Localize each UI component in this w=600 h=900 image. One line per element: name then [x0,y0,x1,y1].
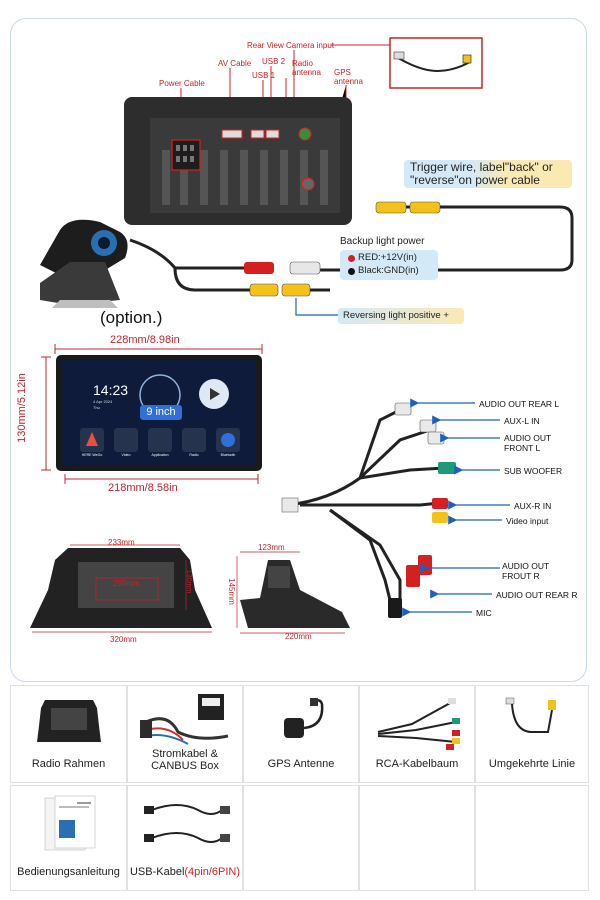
screen-bottom-label: 218mm/8.58in [108,482,178,494]
screen-height-label: 130mm/5.12in [15,373,28,443]
rca-label: AUX-R IN [514,501,552,511]
av-cable-label: AV Cable [218,59,252,68]
accessory-caption: Radio Rahmen [31,758,106,770]
rca-label: Video input [506,516,549,526]
accessory-usb-kabel: USB-Kabel(4pin/6PIN) [127,785,243,891]
usb2-label: USB 2 [262,57,286,66]
accessory-caption: Bedienungsanleitung [17,866,120,878]
accessories-grid: Radio Rahmen Stromkabel &CANBUS Box GPS … [10,685,589,891]
accessory-gps: GPS Antenne [243,685,359,783]
screen-width-label: 228mm/8.98in [110,334,180,346]
rca-label: FROUT R [502,571,540,581]
frame-side-drawing [240,560,350,628]
rear-camera [40,219,128,308]
option-text: (option.) [100,308,163,327]
radio-frame-drawing [30,548,212,628]
power-cable-label: Power Cable [159,79,205,88]
accessory-caption: USB-Kabel(4pin/6PIN) [129,866,241,878]
accessory-caption: GPS Antenne [267,758,335,770]
wiring-diagram-drawing [30,37,574,634]
backup-black-text: Black:GND(in) [358,265,419,276]
red-dot-icon [348,255,355,262]
reversing-note-box [338,308,464,324]
rca-harness-drawing [281,402,456,618]
frame-side-dim: 130mm [185,569,193,594]
rca-label: AUDIO OUT REAR R [496,590,578,600]
accessory-umgekehrte: Umgekehrte Linie [475,685,589,783]
app-label: Radio [189,453,199,457]
frame-inner-dim: 255mm [113,579,140,588]
accessory-radio-rahmen: Radio Rahmen [10,685,127,783]
trigger-note-text: Trigger wire, label"back" or "reverse"on… [410,160,553,187]
backup-light-title: Backup light power [340,236,425,247]
depth-side-dim: 145mm [226,578,236,605]
rca-label: AUDIO OUT [504,433,552,443]
black-dot-icon [348,268,355,275]
accessory-empty [243,785,359,891]
accessory-caption: RCA-Kabelbaum [375,758,459,770]
rear-view-label: Rear View Camera input [247,41,335,50]
frame-top-dim: 233mm [108,538,135,547]
accessory-empty [475,785,589,891]
accessory-anleitung: Bedienungsanleitung [10,785,127,891]
accessory-stromkabel: Stromkabel &CANBUS Box [127,685,243,783]
screen-time: 14:23 [93,382,129,398]
screen-day: Thu [93,405,100,410]
backup-red-text: RED:+12V(in) [358,252,417,263]
app-label: Video [121,453,131,457]
usb1-label: USB 1 [252,71,276,80]
reversing-note-text: Reversing light positive + [343,310,449,321]
depth-top-dim: 123mm [258,543,285,552]
accessory-caption: Umgekehrte Linie [488,758,576,770]
rca-label: AUDIO OUT REAR L [479,399,560,409]
backup-light-box [340,250,438,280]
app-label: HERE WeGo [81,453,103,457]
app-label: Application [151,453,169,457]
screen-date: 4 Apr 2024 [93,399,113,404]
rca-label: AUDIO OUT [502,561,550,571]
rca-label: AUX-L IN [504,416,540,426]
accessory-empty [359,785,475,891]
accessory-caption: Stromkabel &CANBUS Box [151,748,219,772]
power-port [171,139,201,171]
depth-bottom-dim: 220mm [285,632,312,641]
screen-size-badge: 9 inch [146,406,176,418]
app-label: Bluetooth [220,453,236,457]
accessory-rca: RCA-Kabelbaum [359,685,475,783]
rca-label: MIC [476,608,492,618]
frame-bottom-dim: 320mm [110,635,137,644]
rca-label: FRONT L [504,443,541,453]
rca-label: SUB WOOFER [504,466,563,476]
